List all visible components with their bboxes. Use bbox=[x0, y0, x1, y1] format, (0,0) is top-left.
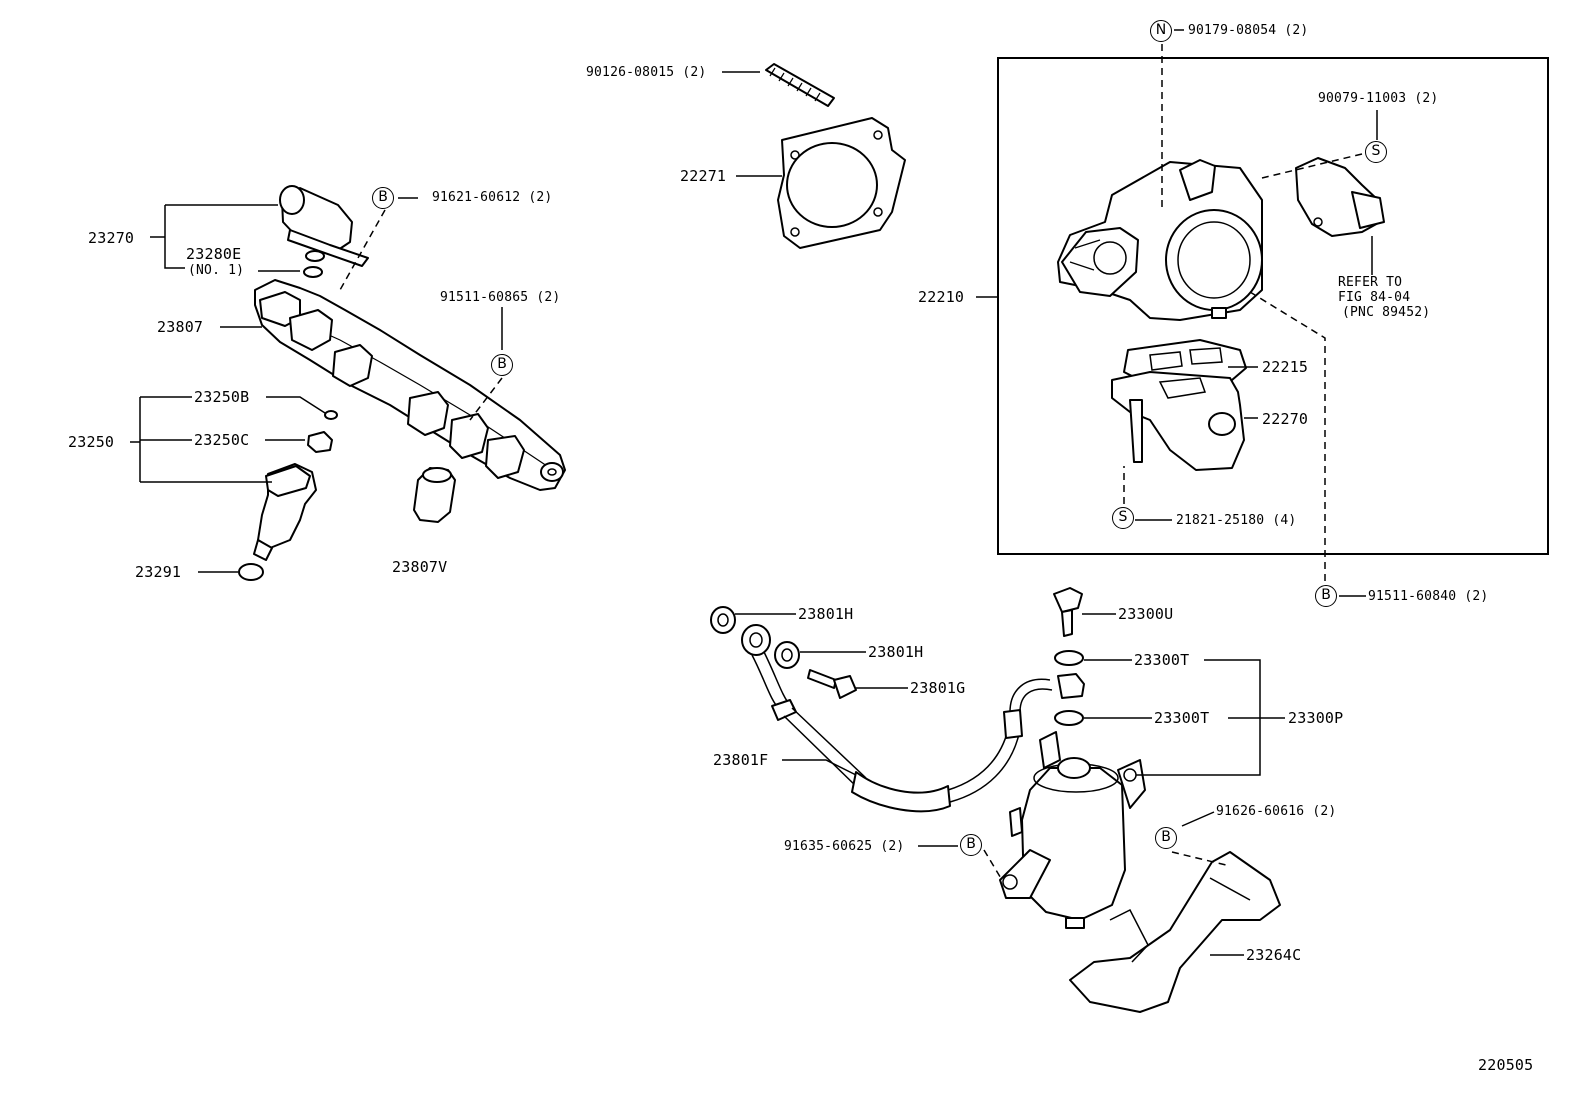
isc-valve-22270 bbox=[1111, 371, 1245, 471]
fuel-filter-23300p bbox=[999, 731, 1146, 929]
label-23300p[interactable]: 23300P bbox=[1288, 709, 1344, 727]
label-22210[interactable]: 22210 bbox=[918, 288, 965, 306]
label-23280e[interactable]: 23280E bbox=[186, 245, 242, 263]
label-23801h[interactable]: 23801H bbox=[798, 605, 854, 623]
label-22271[interactable]: 22271 bbox=[680, 167, 727, 185]
label-23807[interactable]: 23807 bbox=[157, 318, 204, 336]
gasket-22271 bbox=[777, 117, 906, 249]
bolt-23300u bbox=[1053, 587, 1083, 637]
refer-to-line-2[interactable]: FIG 84-04 bbox=[1338, 290, 1411, 305]
label-91626-60616[interactable]: 91626-60616 (2) bbox=[1216, 804, 1337, 819]
throttle-position-sensor bbox=[1295, 157, 1385, 237]
symbol-n-circle: N bbox=[1150, 20, 1172, 42]
label-22270[interactable]: 22270 bbox=[1262, 410, 1309, 428]
label-91511-60840[interactable]: 91511-60840 (2) bbox=[1368, 589, 1489, 604]
o-ring-23280e bbox=[303, 266, 323, 278]
label-23264c[interactable]: 23264C bbox=[1246, 946, 1302, 964]
label-23270[interactable]: 23270 bbox=[88, 229, 135, 247]
symbol-s-circle: S bbox=[1112, 507, 1134, 529]
label-90126-08015[interactable]: 90126-08015 (2) bbox=[586, 65, 707, 80]
label-23300t[interactable]: 23300T bbox=[1134, 651, 1190, 669]
label-23300u[interactable]: 23300U bbox=[1118, 605, 1174, 623]
label-23250c[interactable]: 23250C bbox=[194, 431, 250, 449]
bracket-23264c bbox=[1069, 851, 1281, 1013]
symbol-b-circle: B bbox=[960, 834, 982, 856]
label-23801g[interactable]: 23801G bbox=[910, 679, 966, 697]
label-23801f[interactable]: 23801F bbox=[713, 751, 769, 769]
symbol-b-circle: B bbox=[491, 354, 513, 376]
label-23801h[interactable]: 23801H bbox=[868, 643, 924, 661]
delivery-pipe-23807 bbox=[254, 279, 566, 491]
symbol-b-circle: B bbox=[1315, 585, 1337, 607]
seal-23291 bbox=[238, 563, 264, 581]
refer-to-line-1: REFER TO bbox=[1338, 275, 1403, 290]
label-23300t[interactable]: 23300T bbox=[1154, 709, 1210, 727]
washer-23801h-2 bbox=[774, 641, 800, 669]
pulsation-damper-23270 bbox=[279, 185, 369, 267]
label-90179-08054[interactable]: 90179-08054 (2) bbox=[1188, 23, 1309, 38]
gasket-23300t-2 bbox=[1054, 710, 1084, 726]
label-23291[interactable]: 23291 bbox=[135, 563, 182, 581]
label-22215[interactable]: 22215 bbox=[1262, 358, 1309, 376]
fuel-hose-23801f bbox=[751, 651, 1085, 813]
throttle-body-22210 bbox=[1057, 159, 1263, 321]
label-91635-60625[interactable]: 91635-60625 (2) bbox=[784, 839, 905, 854]
label-23250b[interactable]: 23250B bbox=[194, 388, 250, 406]
figure-code: 220505 bbox=[1478, 1056, 1534, 1074]
label-23807v[interactable]: 23807V bbox=[392, 558, 448, 576]
label-23280e-note: (NO. 1) bbox=[188, 263, 245, 278]
symbol-b-circle: B bbox=[372, 187, 394, 209]
label-91511-60865[interactable]: 91511-60865 (2) bbox=[440, 290, 561, 305]
spacer-23807v bbox=[413, 467, 456, 523]
stud-90126 bbox=[765, 63, 835, 107]
label-90079-11003[interactable]: 90079-11003 (2) bbox=[1318, 91, 1439, 106]
union-23801f-end bbox=[741, 624, 771, 656]
union-bolt-23801g bbox=[807, 669, 857, 699]
symbol-b-circle: B bbox=[1155, 827, 1177, 849]
label-21821-25180[interactable]: 21821-25180 (4) bbox=[1176, 513, 1297, 528]
symbol-s-circle: S bbox=[1365, 141, 1387, 163]
label-23250[interactable]: 23250 bbox=[68, 433, 115, 451]
injector-23250 bbox=[253, 410, 338, 561]
throttle-assembly-frame bbox=[997, 57, 1549, 555]
label-91621-60612[interactable]: 91621-60612 (2) bbox=[432, 190, 553, 205]
washer-23801h-1 bbox=[710, 606, 736, 634]
gasket-23300t-1 bbox=[1054, 650, 1084, 666]
refer-to-line-3: (PNC 89452) bbox=[1342, 305, 1431, 320]
